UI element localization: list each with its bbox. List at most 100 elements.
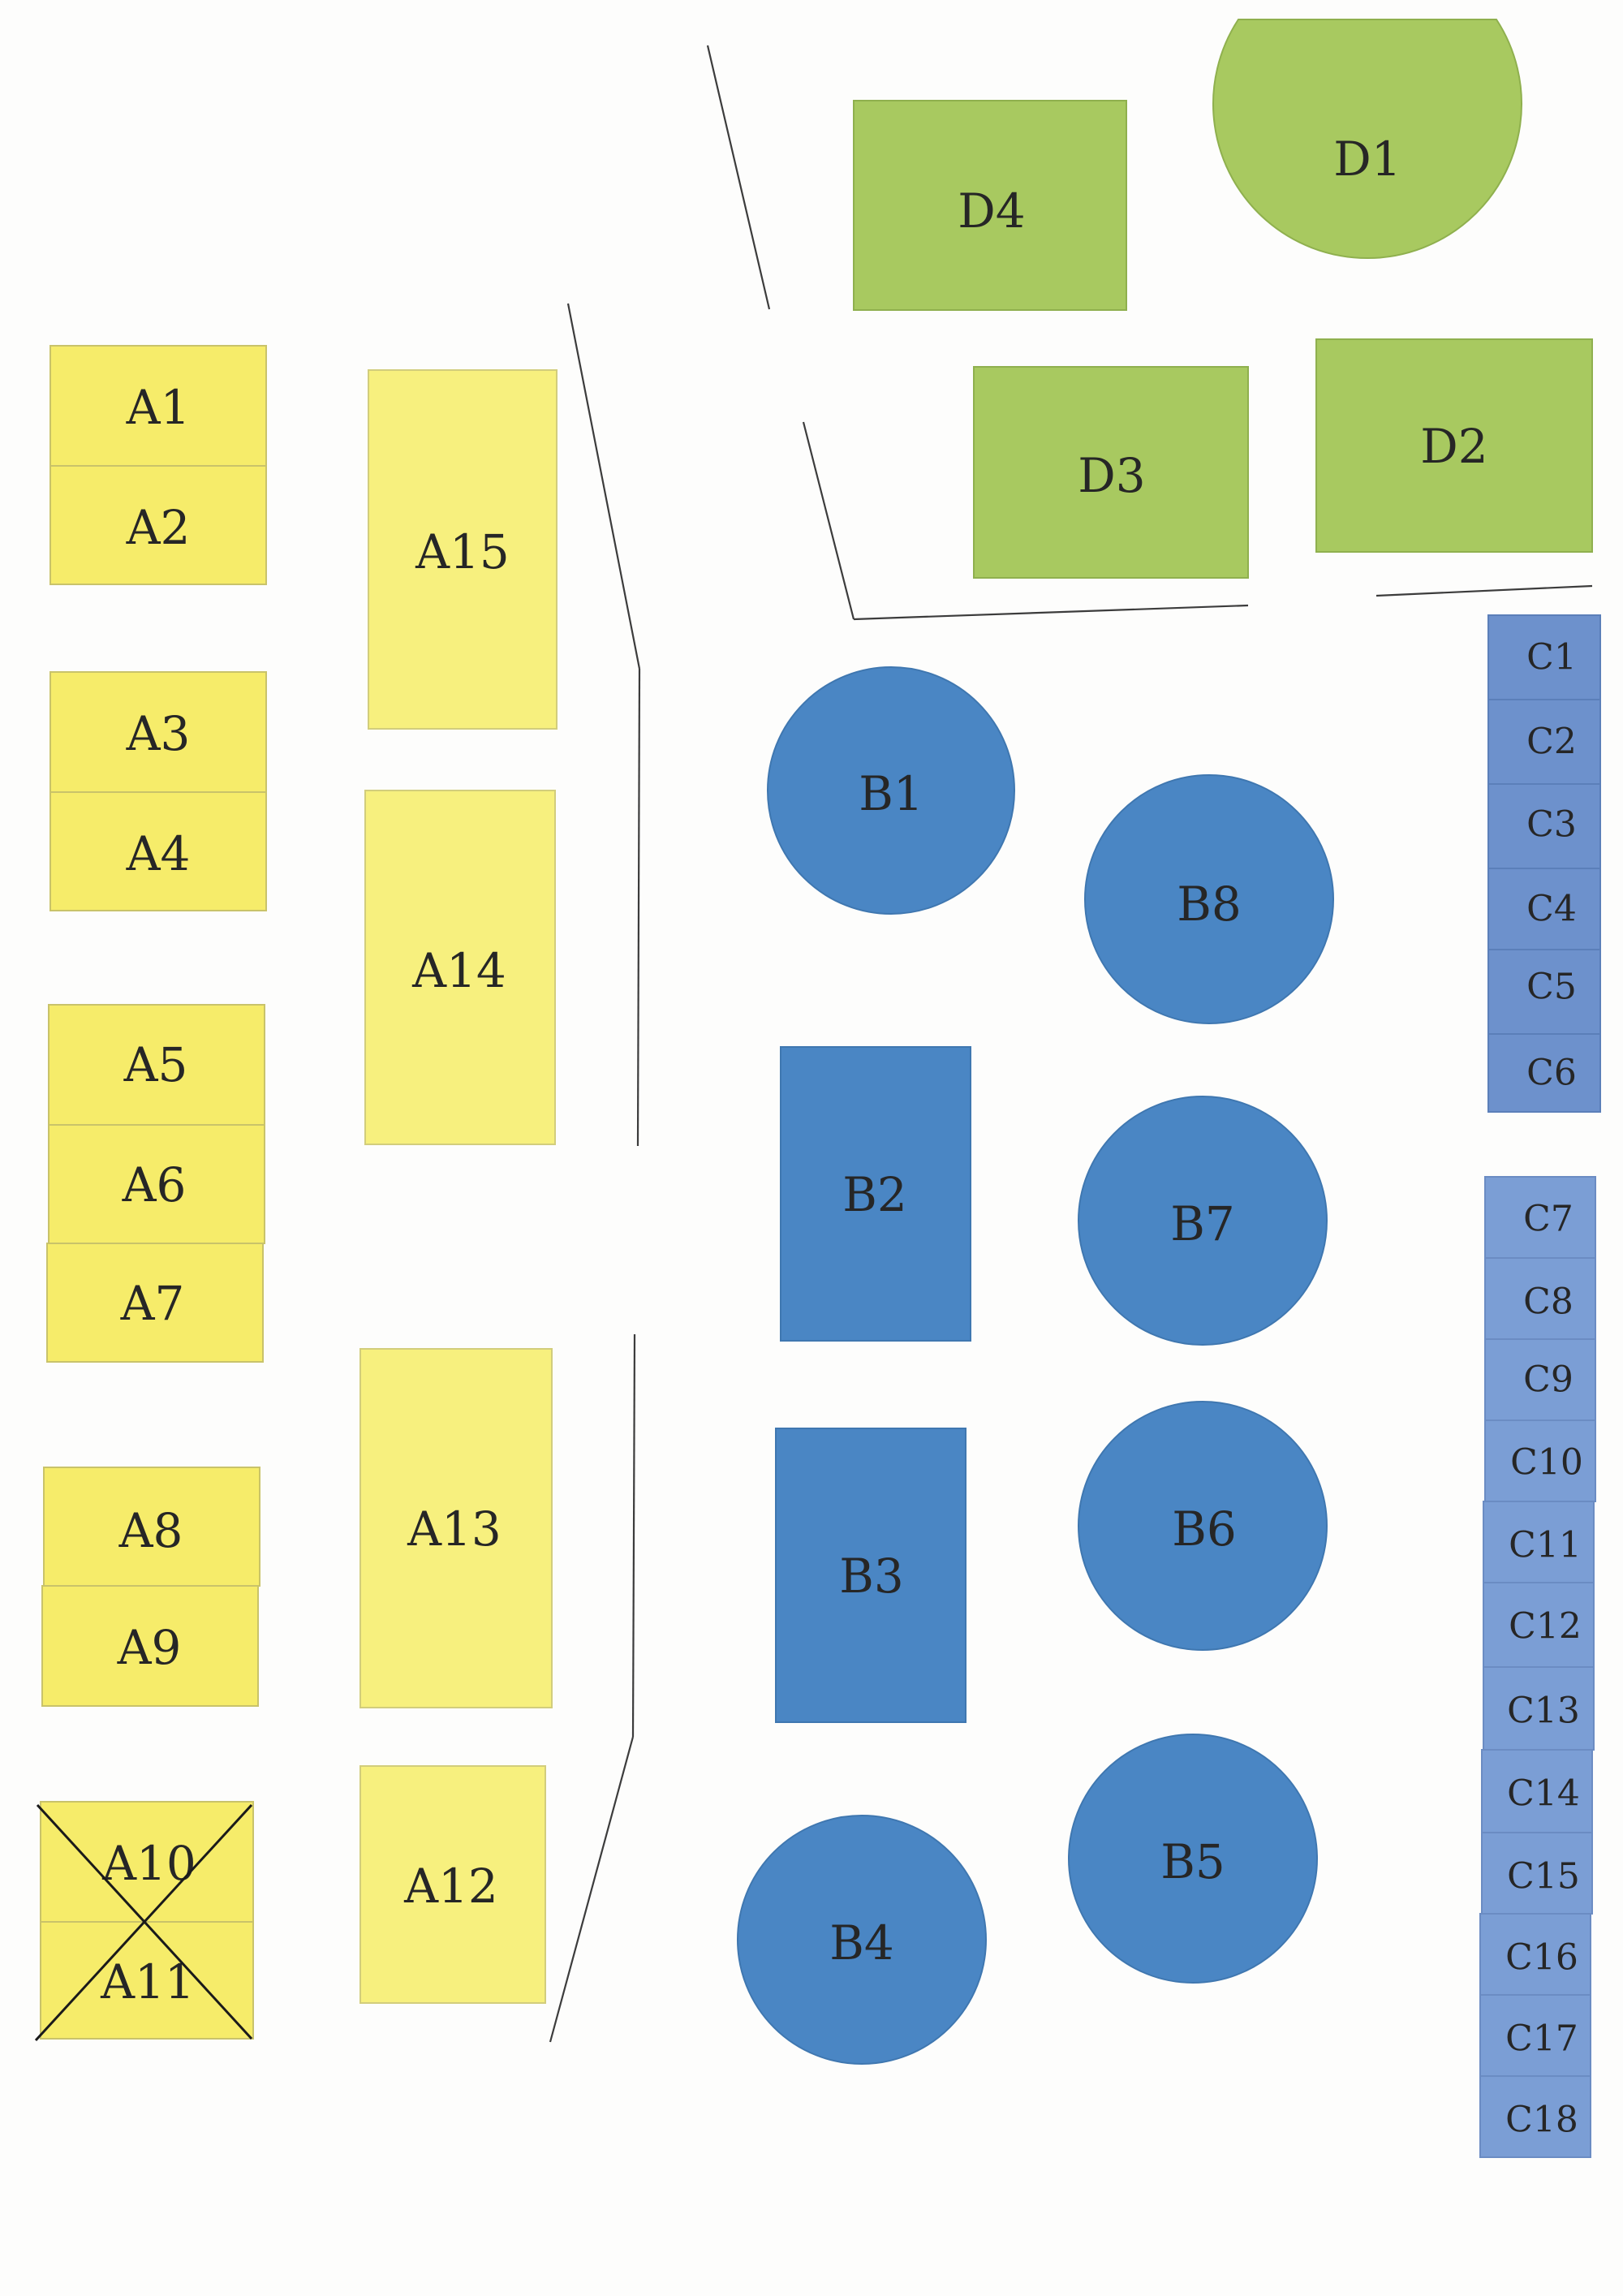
booth-c8[interactable]: C8 — [1484, 1257, 1596, 1340]
booth-d3[interactable]: D3 — [973, 366, 1249, 579]
booth-a7-shape — [46, 1243, 264, 1363]
booth-b1-shape — [767, 666, 1015, 915]
wall-d-bottom — [853, 604, 1249, 621]
booth-a4[interactable]: A4 — [50, 791, 267, 911]
booth-d2-label: D2 — [1420, 419, 1487, 474]
booth-c6-label: C6 — [1526, 1053, 1577, 1094]
booth-a8[interactable]: A8 — [43, 1467, 260, 1587]
booth-c13-shape — [1483, 1666, 1595, 1751]
wall-a-upper-vertical — [636, 668, 641, 1147]
booth-c7[interactable]: C7 — [1484, 1176, 1596, 1259]
booth-a7[interactable]: A7 — [46, 1243, 264, 1363]
booth-a8-shape — [43, 1467, 260, 1587]
booth-a13-label: A13 — [407, 1501, 502, 1557]
booth-b8[interactable]: B8 — [1084, 774, 1334, 1024]
booth-a3-label: A3 — [126, 706, 191, 761]
booth-c2[interactable]: C2 — [1487, 699, 1601, 785]
booth-a11-label: A11 — [100, 1954, 195, 2010]
booth-c1[interactable]: C1 — [1487, 614, 1601, 700]
booth-a4-label: A4 — [126, 826, 191, 881]
booth-d2[interactable]: D2 — [1315, 338, 1593, 553]
booth-c10-label: C10 — [1510, 1442, 1583, 1484]
booth-a15-label: A15 — [415, 524, 510, 579]
booth-b7-label: B7 — [1170, 1196, 1235, 1251]
booth-c4[interactable]: C4 — [1487, 868, 1601, 950]
booth-b5-label: B5 — [1160, 1834, 1225, 1889]
booth-c9[interactable]: C9 — [1484, 1338, 1596, 1421]
booth-c11[interactable]: C11 — [1483, 1501, 1595, 1583]
zone-d: D1 D4 D3 D2 — [853, 19, 1593, 579]
booth-d1[interactable]: D1 — [1212, 19, 1522, 260]
wall-a-lower-slant — [549, 1736, 635, 2043]
wall-d-bottom-left — [802, 421, 855, 620]
booth-c11-shape — [1483, 1501, 1595, 1583]
booth-a4-shape — [50, 791, 267, 911]
booth-c14-shape — [1481, 1749, 1593, 1833]
booth-c2-label: C2 — [1526, 722, 1577, 763]
booth-c7-label: C7 — [1523, 1199, 1573, 1240]
booth-a9-shape — [41, 1585, 259, 1707]
booth-c16-shape — [1479, 1913, 1591, 1996]
booth-a9[interactable]: A9 — [41, 1585, 259, 1707]
booth-a5[interactable]: A5 — [48, 1004, 265, 1126]
booth-c10[interactable]: C10 — [1484, 1419, 1596, 1502]
booth-c18[interactable]: C18 — [1479, 2075, 1591, 2158]
booth-c3-label: C3 — [1526, 804, 1577, 846]
booth-c14[interactable]: C14 — [1481, 1749, 1593, 1833]
booth-b5[interactable]: B5 — [1068, 1734, 1318, 1984]
booth-b2-label: B2 — [842, 1167, 907, 1222]
wall-a-lower-vertical — [631, 1333, 636, 1738]
booth-d3-label: D3 — [1078, 448, 1145, 503]
booth-c12-shape — [1483, 1582, 1595, 1668]
booth-a12-shape — [359, 1765, 546, 2004]
booth-a6[interactable]: A6 — [48, 1124, 265, 1244]
booth-a5-label: A5 — [123, 1037, 188, 1092]
booth-c6[interactable]: C6 — [1487, 1033, 1601, 1113]
booth-b2-shape — [780, 1046, 971, 1342]
booth-a11-shape — [40, 1921, 254, 2040]
booth-c17-shape — [1479, 1994, 1591, 2077]
booth-b6-shape — [1078, 1401, 1328, 1651]
booth-d1-shape — [1212, 19, 1522, 260]
booth-a1[interactable]: A1 — [50, 345, 267, 467]
booth-a3[interactable]: A3 — [50, 671, 267, 793]
booth-a2[interactable]: A2 — [50, 465, 267, 585]
booth-c13[interactable]: C13 — [1483, 1666, 1595, 1751]
booth-b1[interactable]: B1 — [767, 666, 1015, 915]
booth-b6[interactable]: B6 — [1078, 1401, 1328, 1651]
booth-b3[interactable]: B3 — [775, 1428, 966, 1723]
booth-c15[interactable]: C15 — [1481, 1832, 1593, 1915]
booth-a10-shape — [40, 1801, 254, 1923]
booth-c15-label: C15 — [1507, 1856, 1580, 1898]
booth-d1-label: D1 — [1333, 131, 1401, 187]
booth-c17[interactable]: C17 — [1479, 1994, 1591, 2077]
booth-a10-label: A10 — [101, 1836, 196, 1891]
booth-a2-shape — [50, 465, 267, 585]
booth-b2[interactable]: B2 — [780, 1046, 971, 1342]
booth-a9-label: A9 — [117, 1620, 182, 1675]
booth-c8-label: C8 — [1523, 1282, 1573, 1323]
cross-mark-line-2 — [34, 1803, 253, 2042]
booth-c5[interactable]: C5 — [1487, 949, 1601, 1035]
booth-a12[interactable]: A12 — [359, 1765, 546, 2004]
booth-c1-shape — [1487, 614, 1601, 700]
booth-c1-label: C1 — [1526, 637, 1577, 678]
booth-c6-shape — [1487, 1033, 1601, 1113]
zone-a: A1 A2 A3 A4 A5 A6 A7 — [34, 345, 558, 2042]
booth-a15[interactable]: A15 — [368, 369, 558, 730]
booth-b7[interactable]: B7 — [1078, 1096, 1328, 1346]
booth-a13[interactable]: A13 — [359, 1348, 553, 1708]
booth-b8-label: B8 — [1177, 877, 1242, 932]
walls — [549, 45, 1593, 2043]
booth-d4[interactable]: D4 — [853, 100, 1127, 311]
booth-c16[interactable]: C16 — [1479, 1913, 1591, 1996]
booth-a11[interactable]: A11 — [40, 1921, 254, 2040]
booth-b8-shape — [1084, 774, 1334, 1024]
booth-c12[interactable]: C12 — [1483, 1582, 1595, 1668]
booth-a14[interactable]: A14 — [364, 790, 556, 1145]
booth-b4[interactable]: B4 — [737, 1815, 987, 2065]
booth-c3[interactable]: C3 — [1487, 783, 1601, 869]
booth-a10[interactable]: A10 — [40, 1801, 254, 1923]
booth-a8-label: A8 — [118, 1503, 183, 1558]
